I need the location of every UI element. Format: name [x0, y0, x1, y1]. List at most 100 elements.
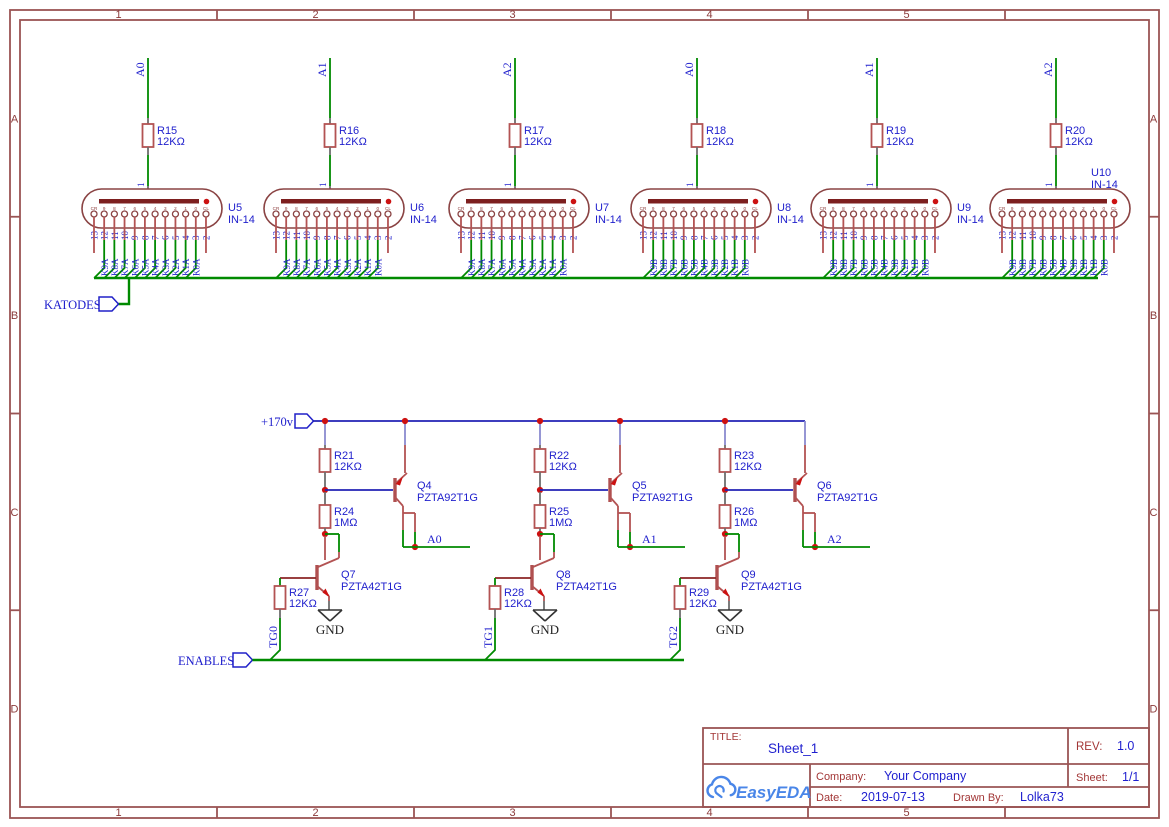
tube-pin-pad[interactable]: [161, 210, 169, 218]
nixie-tube-unit[interactable]: A0R1512KΩ1CR13912K9A811K8A710K7A69K6A58K…: [81, 58, 255, 279]
kathode-wire[interactable]: [134, 240, 146, 279]
kathode-wire[interactable]: [541, 240, 554, 279]
tube-pin-pad[interactable]: [272, 210, 280, 218]
kathode-wire[interactable]: [673, 240, 685, 279]
kathode-wire[interactable]: [652, 240, 665, 279]
tube-pin-pad[interactable]: [1089, 210, 1098, 218]
kathode-wire[interactable]: [1082, 240, 1095, 279]
tube-pin-pad[interactable]: [518, 210, 526, 218]
kathode-wire[interactable]: [1021, 240, 1034, 279]
tube-pin-pad[interactable]: [1100, 210, 1108, 218]
nixie-tube-unit[interactable]: A0R1812KΩ1CR13912K9B811K8B710K7B69K6B58K…: [630, 58, 804, 279]
tube-pin-pad[interactable]: [181, 210, 190, 218]
kathode-wire[interactable]: [501, 240, 513, 279]
tube-pin-pad[interactable]: [151, 210, 159, 218]
resistor-body[interactable]: [870, 123, 884, 148]
tube-pin-pad[interactable]: [1059, 210, 1067, 218]
kathode-wire[interactable]: [822, 240, 835, 279]
kathode-wire[interactable]: [164, 240, 177, 279]
kathode-wire[interactable]: [511, 240, 523, 279]
driver-stage[interactable]: R2112KΩA0Q4PZTA92T1GR241MΩQ7PZTA42T1GR27…: [266, 417, 478, 661]
tube-body[interactable]: [810, 188, 952, 229]
kathode-wire[interactable]: [356, 240, 369, 279]
tube-pin-pad[interactable]: [323, 210, 331, 218]
tube-pin-pad[interactable]: [870, 210, 878, 218]
kathode-wire[interactable]: [893, 240, 906, 279]
kathode-wire[interactable]: [723, 240, 736, 279]
kathode-wire[interactable]: [1052, 240, 1064, 279]
resistor-body[interactable]: [533, 448, 547, 473]
kathode-wire[interactable]: [1093, 240, 1105, 279]
kathode-wire[interactable]: [1032, 240, 1044, 279]
resistor-body[interactable]: [718, 504, 732, 529]
tube-pin-pad[interactable]: [910, 210, 919, 218]
kathode-wire[interactable]: [154, 240, 167, 279]
resistor-body[interactable]: [323, 123, 337, 148]
tube-pin-pad[interactable]: [477, 210, 486, 218]
resistor-body[interactable]: [718, 448, 732, 473]
kathode-wire[interactable]: [853, 240, 865, 279]
kathode-wire[interactable]: [326, 240, 338, 279]
port-enables-shape[interactable]: [232, 652, 254, 668]
kathode-wire[interactable]: [531, 240, 544, 279]
tube-body[interactable]: [81, 188, 223, 229]
kathode-wire[interactable]: [470, 240, 483, 279]
port-katodes[interactable]: KATODES: [44, 296, 120, 312]
tube-pin-pad[interactable]: [849, 210, 858, 218]
kathode-wire[interactable]: [480, 240, 493, 279]
tube-pin-pad[interactable]: [998, 210, 1006, 218]
tube-pin-pad[interactable]: [363, 210, 372, 218]
kathode-wire[interactable]: [491, 240, 503, 279]
tube-pin-pad[interactable]: [1110, 210, 1118, 218]
junction-dot[interactable]: [321, 417, 329, 425]
kathode-bus[interactable]: KATODES: [44, 276, 1098, 312]
gnd-symbol[interactable]: GND: [716, 609, 744, 637]
tube-pin-pad[interactable]: [1028, 210, 1037, 218]
kathode-wire[interactable]: [713, 240, 726, 279]
kathode-wire[interactable]: [185, 240, 197, 279]
resistor-body[interactable]: [690, 123, 704, 148]
tube-pin-pad[interactable]: [90, 210, 98, 218]
npn-transistor[interactable]: [315, 565, 330, 598]
tube-pin-pad[interactable]: [374, 210, 382, 218]
tube-body[interactable]: [448, 188, 590, 229]
tube-pin-pad[interactable]: [931, 210, 939, 218]
kathode-wire[interactable]: [295, 240, 308, 279]
tube-pin-pad[interactable]: [860, 210, 868, 218]
kathode-wire[interactable]: [306, 240, 318, 279]
tube-pin-pad[interactable]: [690, 210, 698, 218]
tube-pin-pad[interactable]: [120, 210, 129, 218]
kathode-wire[interactable]: [914, 240, 926, 279]
kathode-wire[interactable]: [693, 240, 705, 279]
katodes-port-wire[interactable]: [118, 277, 131, 306]
tube-pin-pad[interactable]: [639, 210, 647, 218]
kathode-wire[interactable]: [903, 240, 916, 279]
resistor-body[interactable]: [673, 585, 687, 610]
tube-pin-pad[interactable]: [680, 210, 688, 218]
tube-body[interactable]: [263, 188, 405, 229]
kathode-wire[interactable]: [1011, 240, 1024, 279]
resistor-body[interactable]: [273, 585, 287, 610]
junction-dot[interactable]: [721, 417, 729, 425]
kathode-wire[interactable]: [316, 240, 328, 279]
nixie-tube-unit[interactable]: A1R1912KΩ1CR13912K9B811K8B710K7B69K6B58K…: [810, 58, 984, 279]
tube-pin-pad[interactable]: [343, 210, 351, 218]
kathode-wire[interactable]: [275, 240, 288, 279]
enable-net-wire[interactable]: [484, 618, 496, 661]
kathode-wire[interactable]: [832, 240, 845, 279]
kathode-wire[interactable]: [367, 240, 379, 279]
kathode-wire[interactable]: [1042, 240, 1054, 279]
tube-pin-pad[interactable]: [669, 210, 678, 218]
tube-pin-pad[interactable]: [880, 210, 888, 218]
tube-pin-pad[interactable]: [202, 210, 210, 218]
junction-dot[interactable]: [616, 417, 624, 425]
tube-pin-pad[interactable]: [710, 210, 718, 218]
tube-pin-pad[interactable]: [384, 210, 392, 218]
tube-pin-pad[interactable]: [110, 210, 119, 218]
